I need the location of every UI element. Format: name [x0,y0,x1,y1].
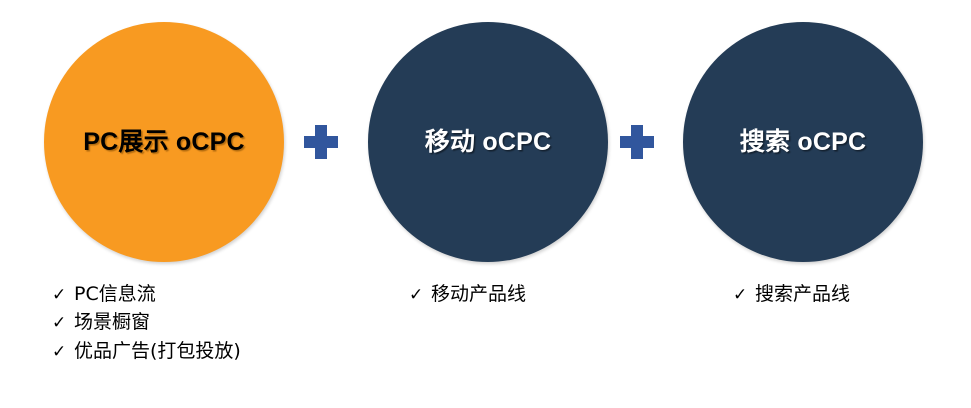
check-icon: ✓ [52,341,67,361]
list-item-label: 优品广告(打包投放) [74,339,241,362]
check-icon: ✓ [52,313,67,333]
list-item: ✓ PC信息流 [52,282,241,306]
list-item: ✓ 优品广告(打包投放) [52,339,241,363]
list-item-label: 移动产品线 [431,283,527,305]
bullet-lists: ✓ PC信息流 ✓ 场景橱窗 ✓ 优品广告(打包投放) ✓ 移动产品线 ✓ 搜索… [0,282,971,408]
check-icon: ✓ [409,285,424,304]
list-item: ✓ 移动产品线 [409,282,526,306]
plus-icon-2 [620,125,654,159]
circle-pc-display-ocpc[interactable]: PC展示 oCPC [44,22,284,262]
plus-icon-1 [304,125,338,159]
check-icon: ✓ [52,285,67,304]
list-item-label: 搜索产品线 [755,283,851,305]
bullet-list-mobile: ✓ 移动产品线 [409,282,526,310]
circle-label-mobile-ocpc: 移动 oCPC [424,127,552,156]
bullet-list-pc: ✓ PC信息流 ✓ 场景橱窗 ✓ 优品广告(打包投放) [52,282,241,367]
circle-mobile-ocpc[interactable]: 移动 oCPC [368,22,608,262]
bullet-list-search: ✓ 搜索产品线 [733,282,850,310]
circle-row: PC展示 oCPC 移动 oCPC 搜索 oCPC [44,22,923,262]
plus-icon-1-vertical-bar [315,125,327,159]
check-icon: ✓ [733,285,748,304]
circle-search-ocpc[interactable]: 搜索 oCPC [683,22,923,262]
circle-label-pc-display-ocpc: PC展示 oCPC [83,127,245,156]
list-item-label: PC信息流 [74,283,156,305]
plus-icon-2-vertical-bar [631,125,643,159]
list-item: ✓ 搜索产品线 [733,282,850,306]
circle-label-search-ocpc: 搜索 oCPC [739,127,867,156]
list-item-label: 场景橱窗 [74,311,151,334]
list-item: ✓ 场景橱窗 [52,310,241,334]
